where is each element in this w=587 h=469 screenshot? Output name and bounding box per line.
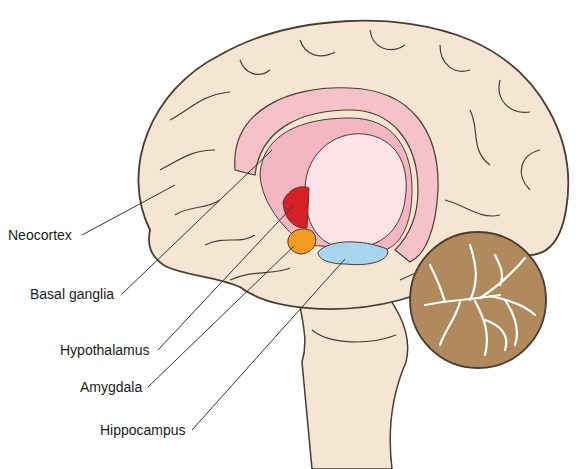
part-label: Basal ganglia xyxy=(30,286,114,302)
part-label: Neocortex xyxy=(8,227,72,243)
part-label: Hippocampus xyxy=(100,422,186,438)
part-label: Hypothalamus xyxy=(60,342,150,358)
part-label: Amygdala xyxy=(80,379,142,395)
